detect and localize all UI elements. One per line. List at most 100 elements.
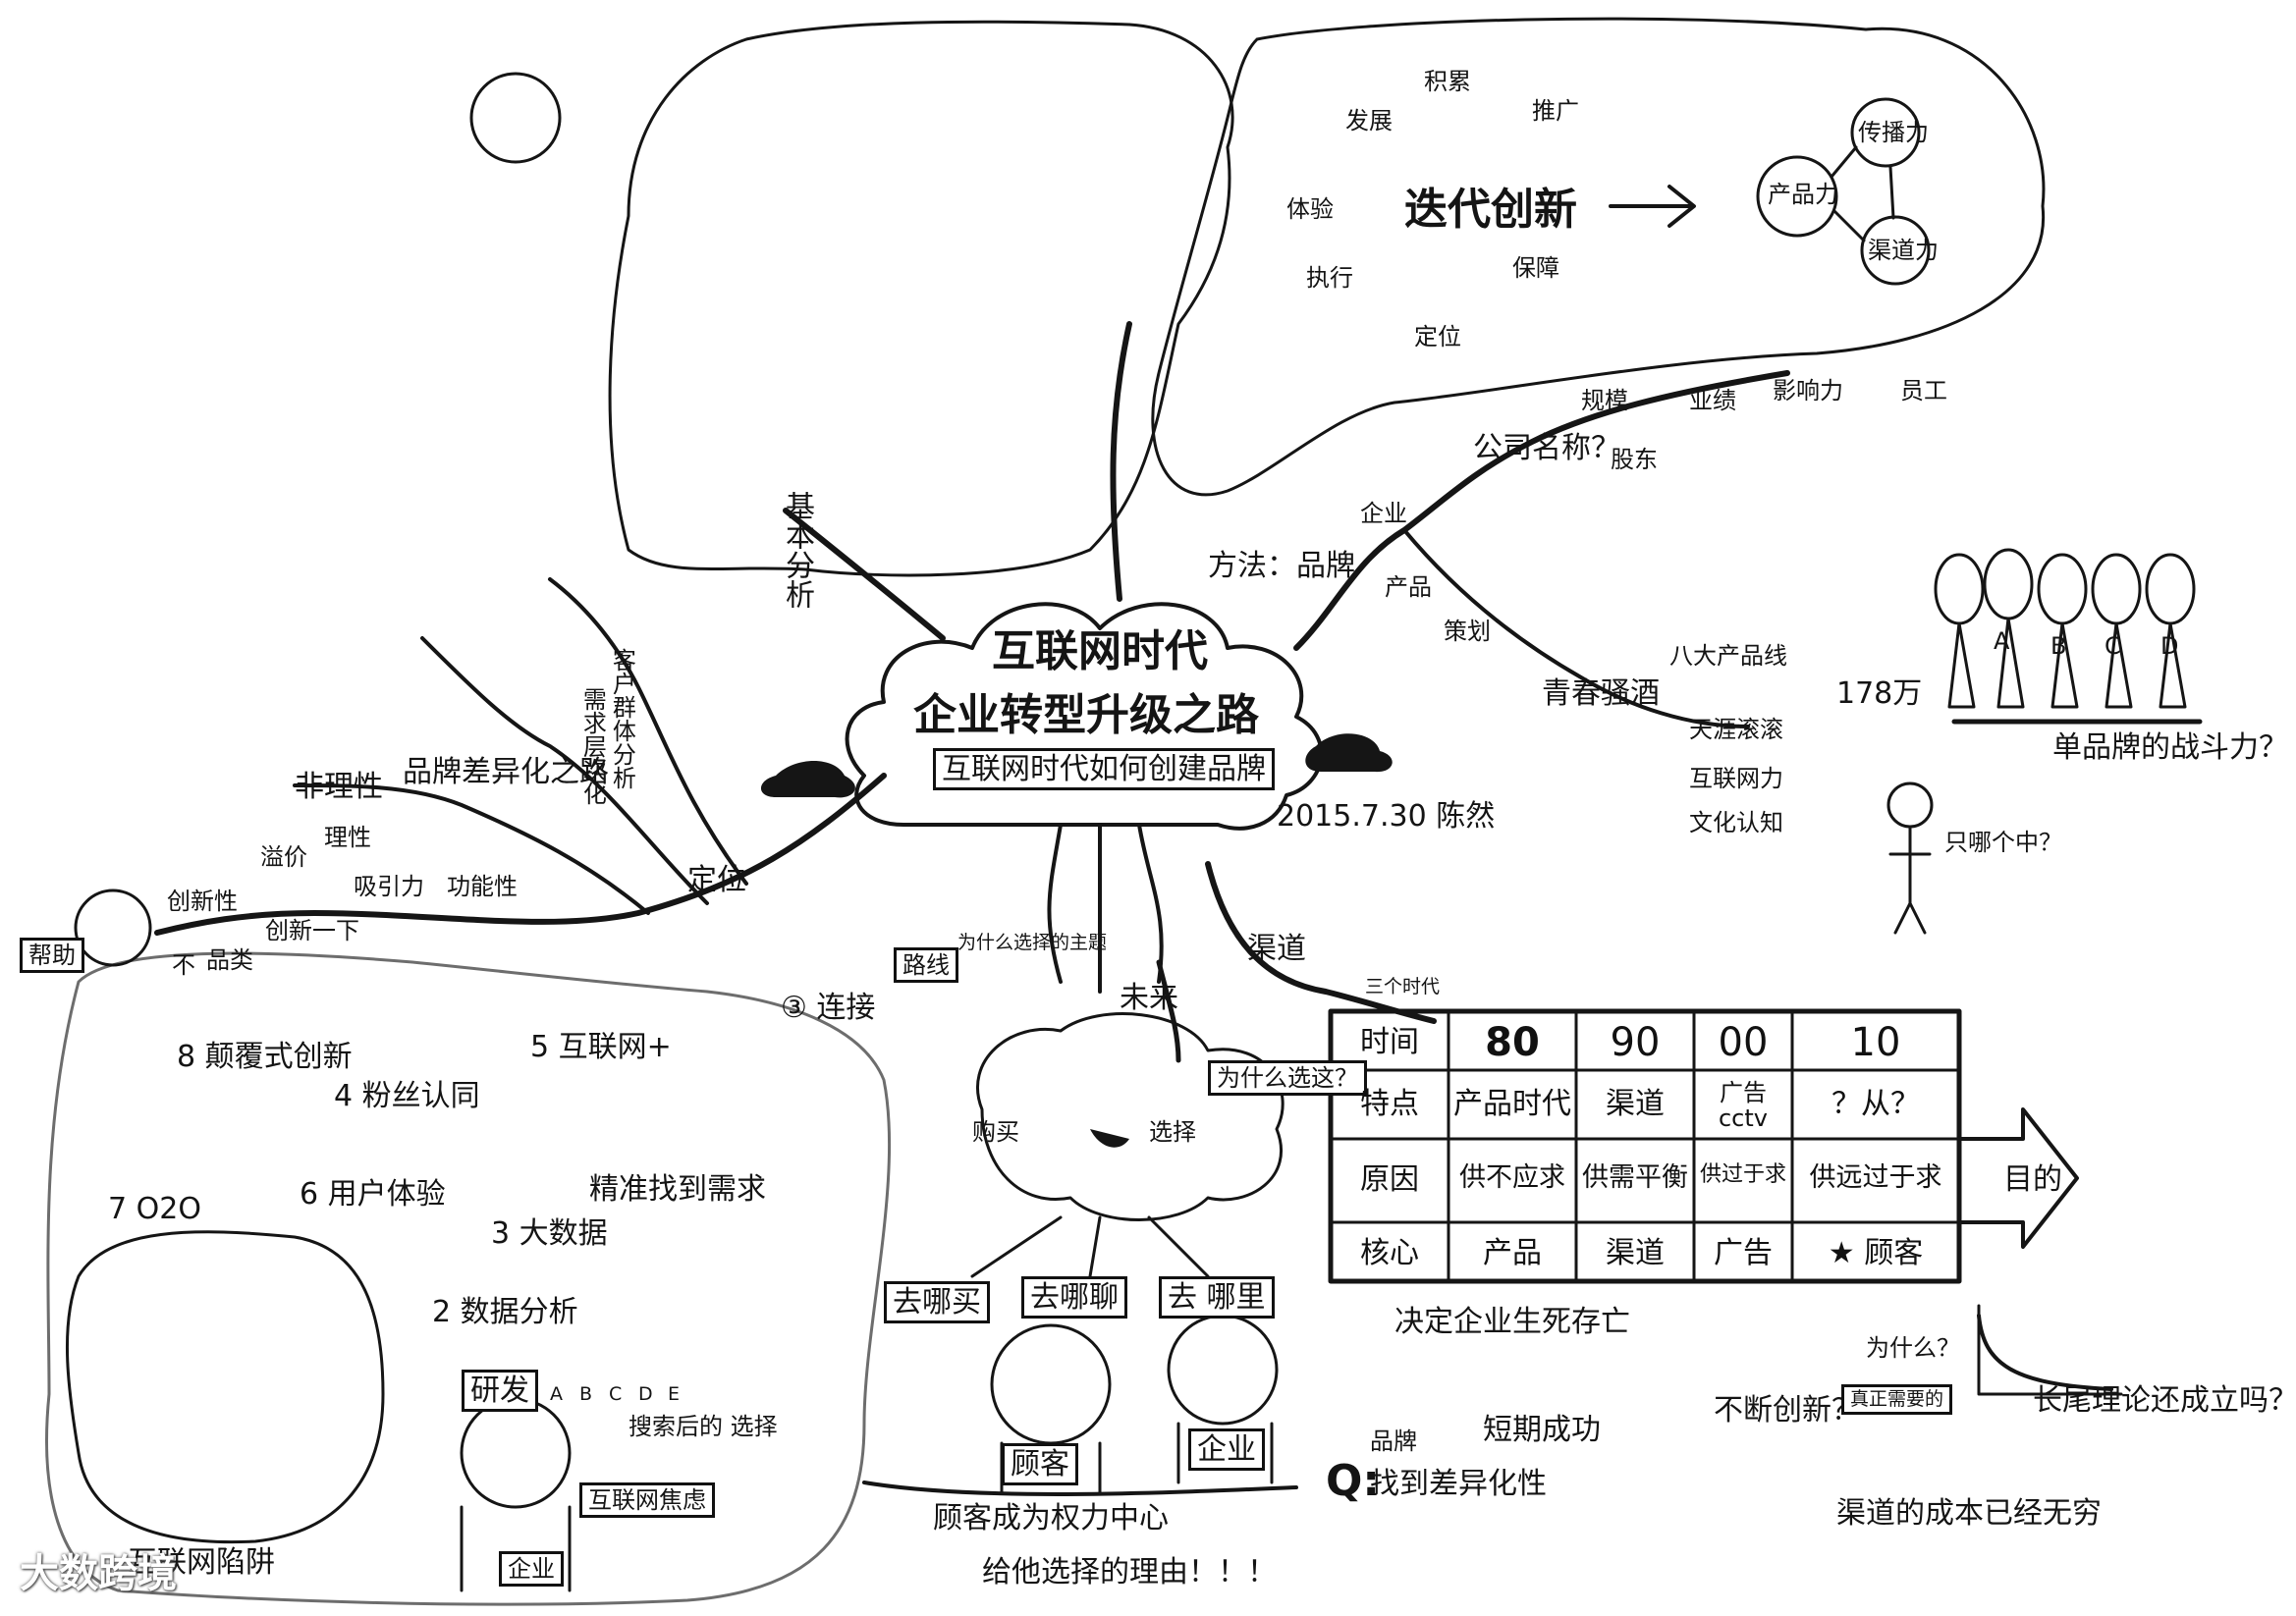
branch-label-brand: 方法：品牌 xyxy=(1208,550,1355,582)
scale-word-2: 业绩 xyxy=(1689,388,1736,413)
left-face xyxy=(76,890,150,965)
rd-box: 研发 xyxy=(462,1370,538,1412)
short-term-success: 短期成功 xyxy=(1483,1414,1601,1446)
letter-d: D xyxy=(638,1384,653,1405)
option-3: 去 哪里 xyxy=(1159,1276,1275,1319)
scale-word-4: 员工 xyxy=(1900,378,1947,404)
arrow-word-5: 体验 xyxy=(1286,196,1334,222)
year-header-2: 90 xyxy=(1581,1021,1689,1064)
inner-blob xyxy=(67,1232,383,1542)
table-header-note: 三个时代 xyxy=(1365,977,1440,997)
row2-col2: 供需平衡 xyxy=(1581,1163,1689,1193)
fan-count: 178万 xyxy=(1836,677,1922,710)
year-header-1: 80 xyxy=(1453,1021,1571,1064)
real-customer-sign: 真正需要的 xyxy=(1841,1384,1952,1415)
central-title-line3: 互联网时代如何创建品牌 xyxy=(933,748,1275,790)
customer-analysis: 客户群体分析 xyxy=(609,648,634,789)
watermark-logo: 大数跨境 xyxy=(20,1541,177,1598)
route-note: 为什么选择的主题 xyxy=(957,933,1107,953)
tag-a: A xyxy=(1994,628,2009,654)
row3-col4: ★ 顾客 xyxy=(1797,1237,1954,1269)
tag-d: D xyxy=(2160,633,2178,659)
scale-word-3: 影响力 xyxy=(1773,378,1843,404)
why-question: 为什么？ xyxy=(1866,1335,1960,1361)
buy-label: 购买 xyxy=(972,1119,1019,1145)
lower-item-3: 7 O2O xyxy=(108,1193,201,1225)
trap-face xyxy=(462,1399,570,1507)
attract: 吸引力 xyxy=(354,874,424,899)
baseline xyxy=(864,1482,1296,1494)
force-spread: 传播力 xyxy=(1858,120,1929,145)
year-header-0: 时间 xyxy=(1336,1026,1444,1058)
letter-e: E xyxy=(668,1384,680,1405)
option-2: 去哪聊 xyxy=(1021,1276,1127,1319)
not-word: 不 xyxy=(172,952,195,978)
stock-label: 股东 xyxy=(1611,447,1658,472)
row1-col0: 特点 xyxy=(1336,1088,1444,1120)
branch-label-channel: 渠道 xyxy=(1247,933,1306,965)
row1-col1: 产品时代 xyxy=(1453,1088,1571,1120)
tag-b: B xyxy=(2050,633,2066,659)
lower-item-7: 2 数据分析 xyxy=(432,1296,578,1328)
product-label: 产品 xyxy=(1385,574,1432,600)
function: 功能性 xyxy=(447,874,518,899)
branch-top xyxy=(1113,324,1129,599)
row1-col4: ？从？ xyxy=(1797,1088,1954,1120)
top-left-face xyxy=(471,74,560,162)
company-box: 企业 xyxy=(1188,1428,1265,1471)
row3-col1: 产品 xyxy=(1453,1237,1571,1269)
scale-word-1: 规模 xyxy=(1581,388,1628,413)
trap-sign: 互联网焦虑 xyxy=(579,1482,715,1518)
central-title-line1: 互联网时代 xyxy=(992,628,1208,675)
bottom-cloud xyxy=(977,1014,1283,1220)
long-tail-question: 长尾理论还成立吗？ xyxy=(2033,1384,2296,1417)
lower-item-6: 3 大数据 xyxy=(491,1217,608,1250)
demand-level: 需求层次化 xyxy=(579,687,605,805)
company-face xyxy=(1169,1316,1277,1424)
row2-col4: 供远过于求 xyxy=(1797,1163,1954,1193)
force-channel: 渠道力 xyxy=(1868,238,1939,263)
sub-item-1: 八大产品线 xyxy=(1669,643,1787,669)
row2-col3: 供过于求 xyxy=(1699,1163,1787,1187)
lower-item-5: 5 互联网+ xyxy=(530,1031,672,1063)
q-difference: 找到差异化性 xyxy=(1370,1468,1547,1500)
year-header-4: 10 xyxy=(1797,1021,1954,1064)
customer-box: 顾客 xyxy=(1002,1443,1078,1485)
central-date: 2015.7.30 陈然 xyxy=(1277,800,1495,833)
q-brand: 品牌 xyxy=(1370,1428,1417,1454)
arrow-word-7: 保障 xyxy=(1512,255,1559,281)
goal-label: 目的 xyxy=(2003,1163,2062,1196)
non-rational: 非理性 xyxy=(295,771,383,803)
arrow-word-6: 定位 xyxy=(1414,324,1461,350)
choose-label: 选择 xyxy=(1149,1119,1196,1145)
company-question: 公司名称？ xyxy=(1473,432,1620,464)
iteration-center: 迭代创新 xyxy=(1404,187,1577,234)
lower-item-4: 6 用户体验 xyxy=(300,1178,446,1211)
letter-b: B xyxy=(579,1384,592,1405)
row1-col3: 广告 cctv xyxy=(1699,1080,1787,1132)
trap-enterprise: 企业 xyxy=(499,1551,564,1587)
premium: 溢价 xyxy=(260,844,307,870)
customer-face xyxy=(992,1325,1110,1443)
which-question: 只哪个中？ xyxy=(1944,830,2062,855)
central-title-line2: 企业转型升级之路 xyxy=(913,692,1259,739)
arrow-word-2: 积累 xyxy=(1424,69,1471,94)
top-cloud xyxy=(610,22,1232,575)
arrow-word-3: 推广 xyxy=(1532,98,1579,124)
force-product: 产品力 xyxy=(1768,182,1838,207)
arrow-to-triangle xyxy=(1611,187,1694,226)
branch-label-vision: 基本分析 xyxy=(781,491,813,609)
customer-slogan: 顾客成为权力中心 xyxy=(933,1502,1169,1535)
sub-item-2: 天涯滚滚 xyxy=(1689,717,1783,742)
row1-col2: 渠道 xyxy=(1581,1088,1689,1120)
central-trunk xyxy=(1049,825,1161,992)
rational: 理性 xyxy=(324,825,371,850)
cloud-shadow-left xyxy=(761,761,855,797)
lower-left-cloud xyxy=(47,953,890,1604)
innovation: 创新性 xyxy=(167,889,238,914)
connect-label: ③ 连接 xyxy=(781,992,875,1024)
single-product-question: 单品牌的战斗力？ xyxy=(2052,731,2288,764)
tag-c: C xyxy=(2105,633,2121,659)
row2-col0: 原因 xyxy=(1336,1163,1444,1196)
